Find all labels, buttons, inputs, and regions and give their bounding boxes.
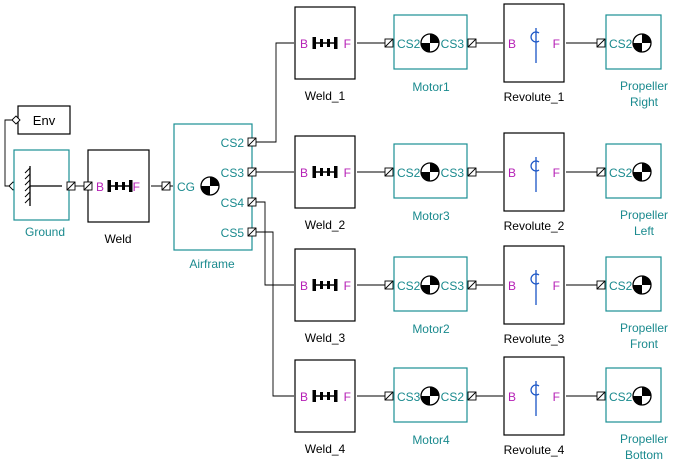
weld-3-name: Weld_3 xyxy=(305,331,346,345)
weld-port-b-label: B xyxy=(96,180,104,194)
propeller-left-name-1: Propeller xyxy=(620,208,668,222)
revolute-1-block[interactable]: B F Revolute_1 xyxy=(503,3,565,104)
motor-3-port-out: CS3 xyxy=(441,166,465,180)
revolute-1-name: Revolute_1 xyxy=(504,90,565,104)
airframe-port-cg-icon xyxy=(161,181,171,191)
revolute-3-port-f: F xyxy=(553,279,560,293)
propeller-bottom-block[interactable]: CS2 Propeller Bottom xyxy=(596,367,668,462)
airframe-cg-icon xyxy=(200,176,220,196)
weld-1-port-f: F xyxy=(344,37,351,51)
revolute-2-port-b: B xyxy=(508,166,516,180)
propeller-front-cg-icon xyxy=(632,275,652,295)
weld-block[interactable]: B F Weld xyxy=(83,149,150,246)
propeller-left-name-2: Left xyxy=(634,224,655,238)
propeller-front-name-1: Propeller xyxy=(620,321,668,335)
weld-3-block[interactable]: B F Weld_3 xyxy=(294,248,356,345)
motor-2-name: Motor2 xyxy=(412,322,450,336)
env-label: Env xyxy=(33,113,56,128)
revolute-2-name: Revolute_2 xyxy=(504,219,565,233)
propeller-front-name-2: Front xyxy=(630,337,659,351)
motor-3-name: Motor3 xyxy=(412,209,450,223)
motor-2-port-out: CS3 xyxy=(441,279,465,293)
weld-4-port-f: F xyxy=(344,390,351,404)
revolute-4-block[interactable]: B F Revolute_4 xyxy=(503,356,565,457)
propeller-right-name-1: Propeller xyxy=(620,79,668,93)
propeller-bottom-name-2: Bottom xyxy=(625,448,663,462)
revolute-4-port-b: B xyxy=(508,390,516,404)
airframe-port-cs3: CS3 xyxy=(221,166,245,180)
propeller-front-block[interactable]: CS2 Propeller Front xyxy=(596,256,668,351)
motor-4-port-in: CS3 xyxy=(397,390,421,404)
weld-3-port-b: B xyxy=(300,279,308,293)
ground-icon xyxy=(24,166,62,206)
ground-block[interactable]: Ground xyxy=(8,149,76,239)
revolute-4-name: Revolute_4 xyxy=(504,443,565,457)
airframe-name: Airframe xyxy=(189,257,235,271)
propeller-left-block[interactable]: CS2 Propeller Left xyxy=(596,143,668,238)
weld-2-port-f: F xyxy=(344,166,351,180)
propeller-bottom-cg-icon xyxy=(632,386,652,406)
weld-name: Weld xyxy=(104,232,131,246)
weld-4-name: Weld_4 xyxy=(305,442,346,456)
revolute-2-block[interactable]: B F Revolute_2 xyxy=(503,132,565,233)
airframe-port-icons xyxy=(247,137,257,237)
motor-1-name: Motor1 xyxy=(412,80,450,94)
revolute-1-port-f: F xyxy=(553,37,560,51)
motor-1-port-out: CS3 xyxy=(441,37,465,51)
weld-1-block[interactable]: B F Weld_1 xyxy=(294,6,356,103)
ground-port-icon xyxy=(66,181,76,191)
motor-3-cg-icon xyxy=(420,162,440,182)
motor-3-block[interactable]: CS2 CS3 Motor3 xyxy=(384,143,477,223)
airframe-port-cs4: CS4 xyxy=(221,196,245,210)
motor-4-name: Motor4 xyxy=(412,433,450,447)
motor-1-cg-icon xyxy=(420,33,440,53)
motor-2-block[interactable]: CS2 CS3 Motor2 xyxy=(384,256,477,336)
motor-4-cg-icon xyxy=(420,386,440,406)
propeller-right-block[interactable]: CS2 Propeller Right xyxy=(596,14,668,109)
weld-3-port-f: F xyxy=(344,279,351,293)
revolute-3-name: Revolute_3 xyxy=(504,332,565,346)
connection-lines xyxy=(4,42,598,397)
revolute-3-port-b: B xyxy=(508,279,516,293)
weld-1-port-b: B xyxy=(300,37,308,51)
propeller-right-port: CS2 xyxy=(609,37,633,51)
propeller-right-name-2: Right xyxy=(630,95,659,109)
motor-3-port-in: CS2 xyxy=(397,166,421,180)
motor-4-block[interactable]: CS3 CS2 Motor4 xyxy=(384,367,477,447)
revolute-2-port-f: F xyxy=(553,166,560,180)
motor-1-block[interactable]: CS2 CS3 Motor1 xyxy=(384,14,477,94)
motor-4-port-out: CS2 xyxy=(441,390,465,404)
airframe-port-cs2: CS2 xyxy=(221,136,245,150)
propeller-left-cg-icon xyxy=(632,162,652,182)
revolute-1-port-b: B xyxy=(508,37,516,51)
propeller-front-port: CS2 xyxy=(609,279,633,293)
motor-2-port-in: CS2 xyxy=(397,279,421,293)
env-block[interactable]: Env xyxy=(11,105,71,135)
weld-1-name: Weld_1 xyxy=(305,89,346,103)
weld-2-name: Weld_2 xyxy=(305,218,346,232)
weld-2-block[interactable]: B F Weld_2 xyxy=(294,135,356,232)
airframe-port-cs5: CS5 xyxy=(221,226,245,240)
motor-1-port-in: CS2 xyxy=(397,37,421,51)
propeller-bottom-port: CS2 xyxy=(609,390,633,404)
propeller-bottom-name-1: Propeller xyxy=(620,432,668,446)
weld-4-block[interactable]: B F Weld_4 xyxy=(294,359,356,456)
revolute-3-block[interactable]: B F Revolute_3 xyxy=(503,245,565,346)
row-2: B F Weld_2 CS2 CS3 Motor3 B F Revolute_2… xyxy=(294,132,668,238)
row-1: B F Weld_1 CS2 CS3 Motor1 B F Revolute_1… xyxy=(294,3,668,109)
propeller-right-cg-icon xyxy=(632,33,652,53)
airframe-port-cg-label: CG xyxy=(177,180,195,194)
row-4: B F Weld_4 CS3 CS2 Motor4 B F Revolute_4… xyxy=(294,356,668,462)
row-3: B F Weld_3 CS2 CS3 Motor2 B F Revolute_3… xyxy=(294,245,668,351)
weld-port-b-icon xyxy=(83,181,93,191)
airframe-block[interactable]: CG CS2 CS3 CS4 CS5 Airframe xyxy=(161,123,257,271)
weld-port-f-label: F xyxy=(133,180,140,194)
revolute-4-port-f: F xyxy=(553,390,560,404)
weld-4-port-b: B xyxy=(300,390,308,404)
ground-name: Ground xyxy=(25,225,65,239)
weld-2-port-b: B xyxy=(300,166,308,180)
motor-2-cg-icon xyxy=(420,275,440,295)
propeller-left-port: CS2 xyxy=(609,166,633,180)
